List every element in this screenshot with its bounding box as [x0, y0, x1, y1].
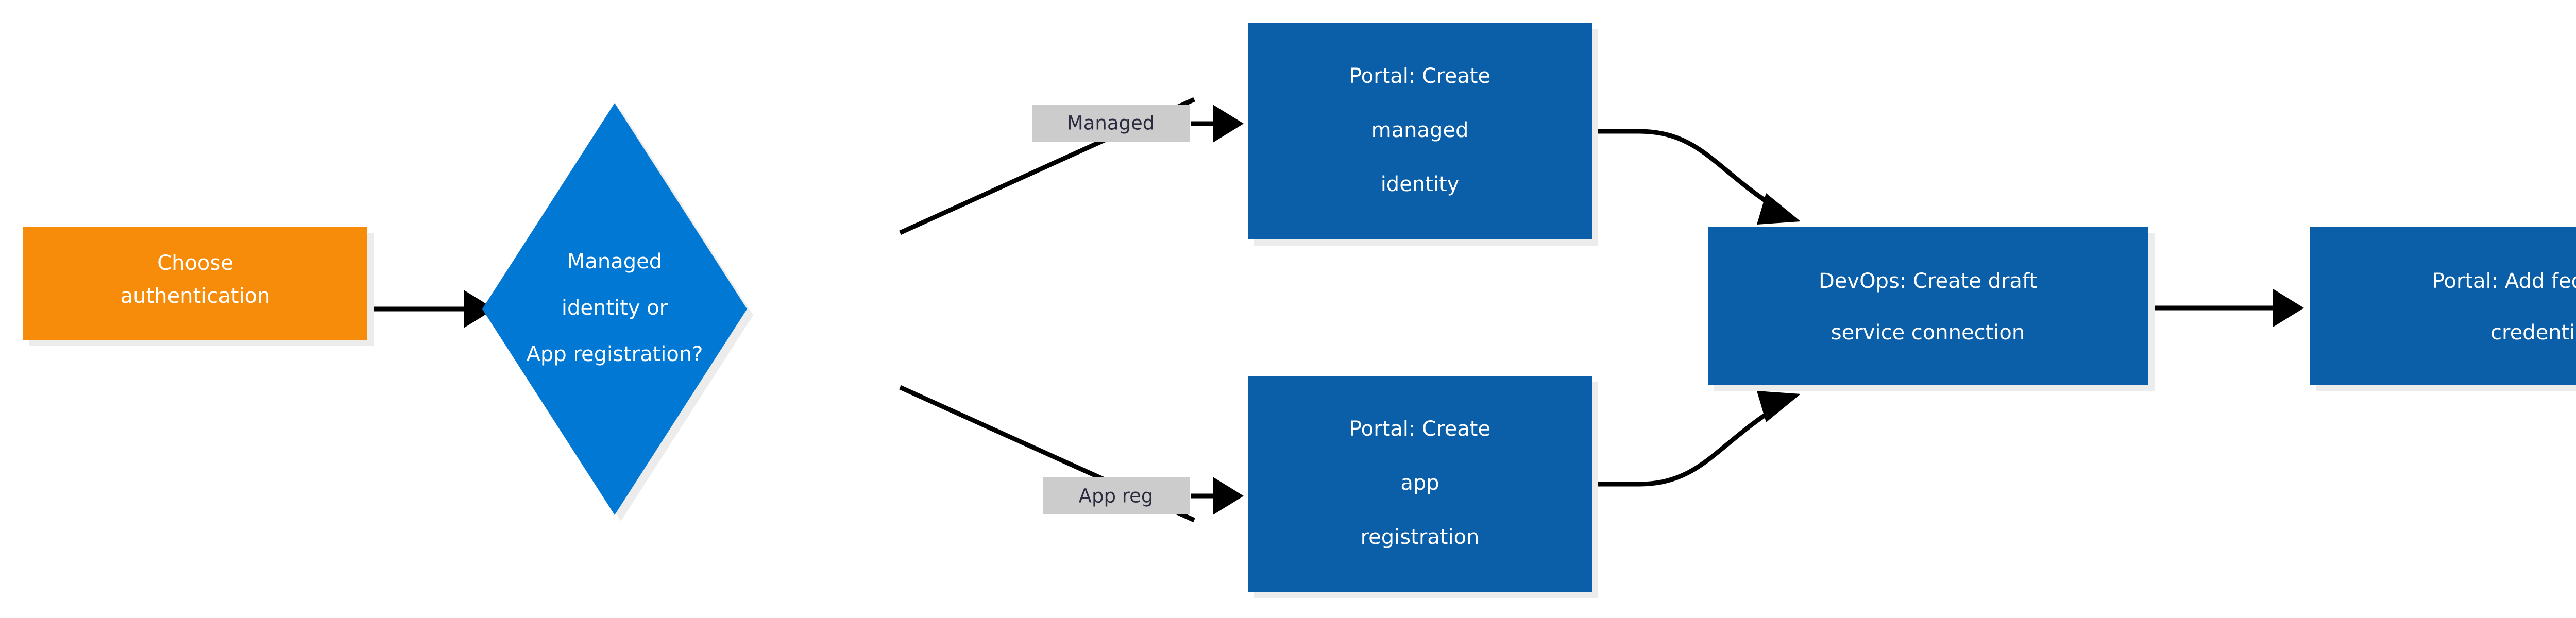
node-label-line: Portal: Add federated: [2432, 269, 2576, 293]
node-label-line: Choose: [157, 251, 233, 275]
node-label-line: Portal: Create: [1349, 417, 1490, 441]
node-label-line: credential: [2490, 321, 2576, 345]
node-label-line: Managed: [567, 250, 662, 273]
edge-label-app-reg-text: App reg: [1079, 485, 1154, 507]
edge-draft-connection-to-federated-credential: [2155, 289, 2304, 327]
edge-layer: [372, 97, 2304, 523]
arrowhead-icon: [1757, 193, 1801, 225]
node-label-line: App registration?: [527, 342, 703, 366]
node-choose-authentication[interactable]: Choose authentication: [23, 227, 374, 346]
node-label-line: authentication: [121, 284, 270, 308]
node-create-app-registration[interactable]: Portal: Create app registration: [1248, 376, 1598, 598]
edge-managed-identity-to-draft-connection: [1591, 129, 1801, 225]
node-label-line: identity or: [562, 296, 668, 320]
edge-app-registration-to-draft-connection: [1591, 391, 1801, 487]
arrowhead-icon: [1213, 105, 1244, 143]
arrowhead-icon: [1757, 391, 1801, 422]
node-label-line: managed: [1371, 118, 1469, 142]
edge-start-to-decision: [372, 290, 495, 328]
node-create-managed-identity[interactable]: Portal: Create managed identity: [1248, 23, 1598, 246]
node-label-line: Portal: Create: [1349, 64, 1490, 88]
edge-label-app-reg: App reg: [1043, 477, 1190, 514]
node-label-line: registration: [1361, 525, 1480, 549]
node-label-line: service connection: [1831, 321, 2025, 345]
node-auth-type-decision[interactable]: Managed identity or App registration?: [482, 103, 753, 521]
node-label-line: identity: [1381, 173, 1460, 196]
node-label-line: DevOps: Create draft: [1819, 269, 2037, 293]
arrowhead-icon: [464, 290, 495, 328]
arrowhead-icon: [2273, 289, 2304, 327]
node-add-federated-credential[interactable]: Portal: Add federated credential: [2310, 227, 2576, 391]
edge-label-managed: Managed: [1032, 105, 1190, 142]
arrowhead-icon: [1213, 477, 1244, 515]
node-label-line: app: [1400, 471, 1439, 495]
node-create-draft-service-connection[interactable]: DevOps: Create draft service connection: [1708, 227, 2155, 391]
edge-label-managed-text: Managed: [1067, 112, 1155, 134]
